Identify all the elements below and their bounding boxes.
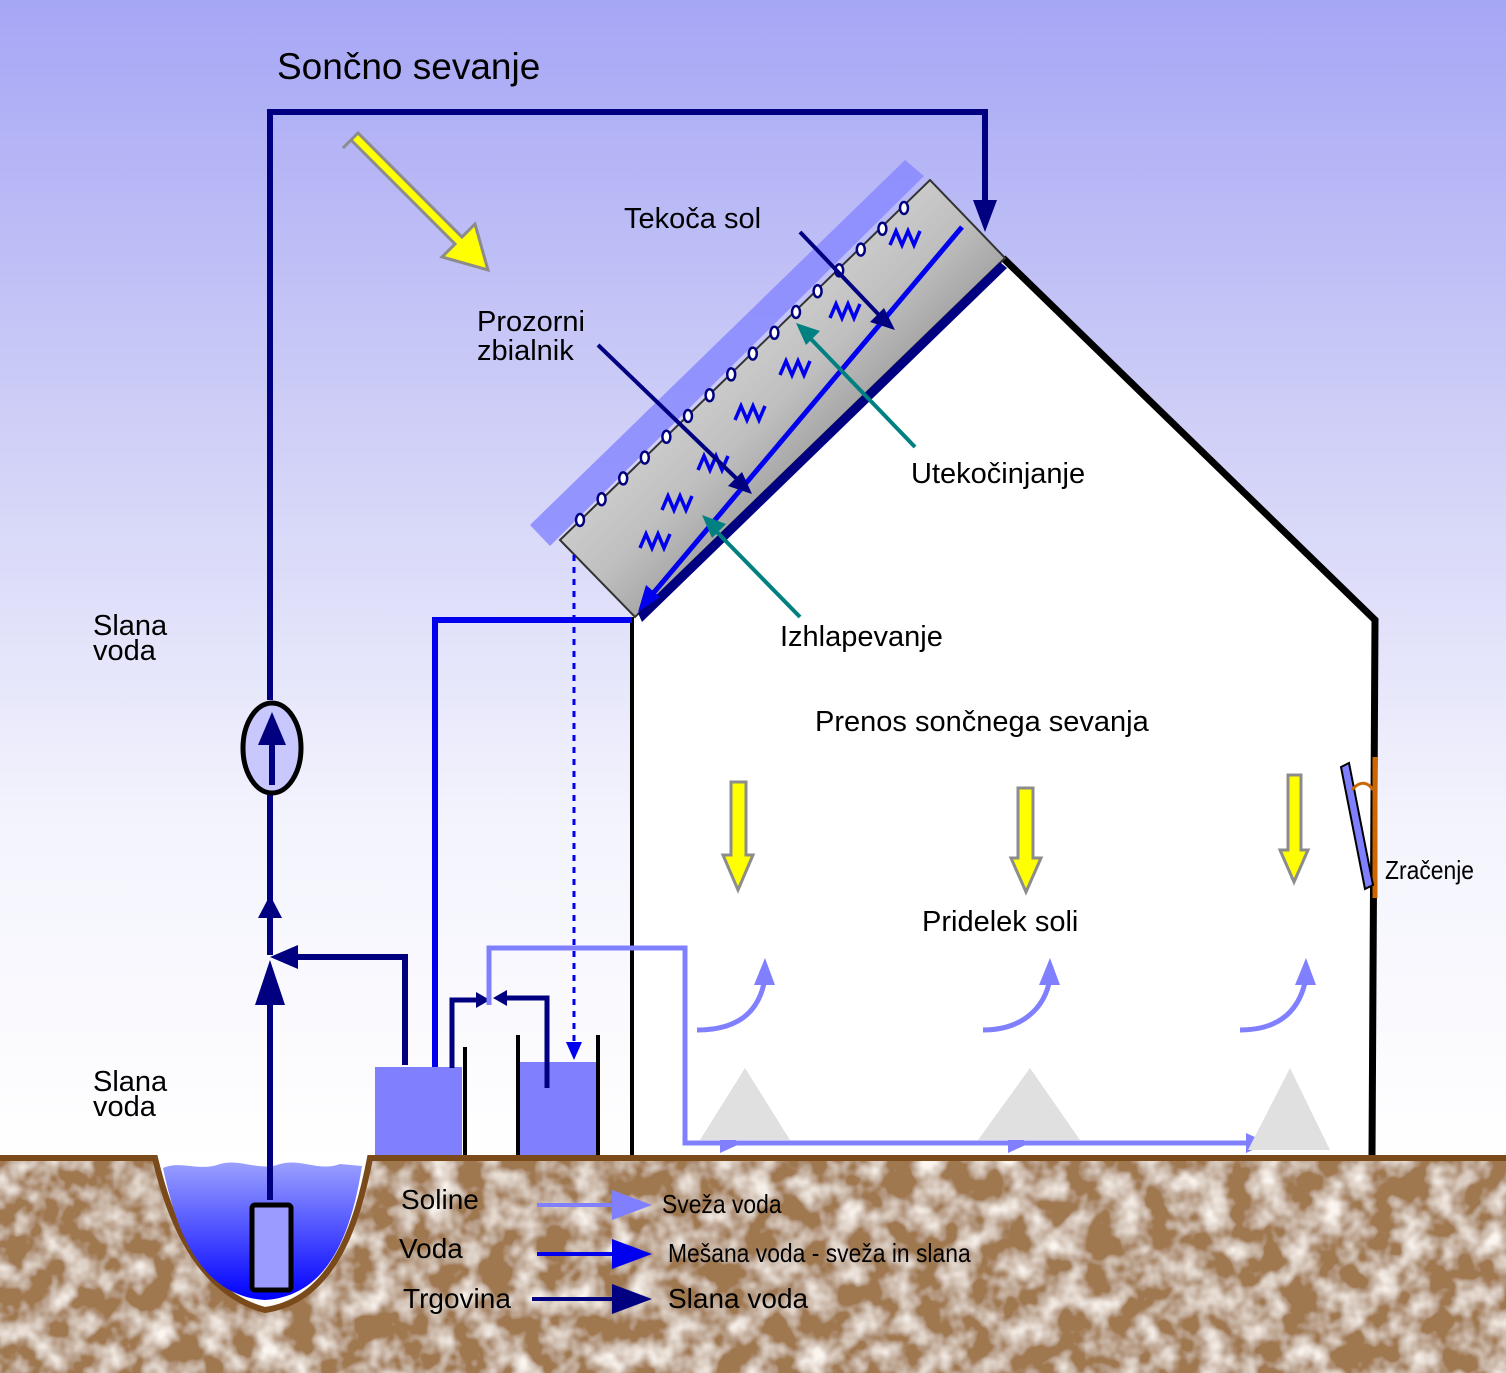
collector-hole [898,200,910,216]
collector-hole [661,429,672,445]
ground [0,1158,1506,1373]
greenhouse-roof-right [1000,255,1379,1156]
liquid-salt-flow [643,225,964,605]
mixed-water-pipe [432,617,632,1082]
mixing-pipe-right [505,995,550,1088]
label-condensation: Utekočinjanje [911,458,1086,490]
pointer-evaporation [713,528,802,619]
collector-hole [725,367,737,382]
salt-arrow-down-top [973,200,997,232]
collector-hole [596,491,607,507]
legend-word-3: Trgovina [403,1283,511,1314]
evaporation-zigzag [888,226,922,250]
evaporation-zigzag [660,491,694,515]
collector-hole [877,221,888,237]
collector-hole [790,304,802,320]
legend-word-2: Voda [399,1233,463,1264]
pointer-window-collector-head [728,472,752,494]
legend-fresh-arrow [612,1190,652,1220]
vapor-arrowhead-2 [1039,958,1060,985]
salt-water-pipe [267,109,988,1200]
collector-holes [574,200,910,528]
ground-edge [0,1155,1506,1314]
pointer-condensation [808,336,917,449]
salt-arrow-up-lower [255,960,285,1005]
label-solar-transfer: Prenos sončnega sevanja [815,706,1149,738]
pump-arrow-icon [258,712,286,745]
diagram-title: Sončno sevanje [277,46,541,87]
legend-label-fresh: Sveža voda [662,1189,782,1219]
vapor-arrowhead-1 [754,958,775,985]
pointer-evaporation-head [702,515,726,538]
sun-arrow-down-1 [720,780,756,894]
well-pump [249,1202,294,1293]
pointer-condensation-head [796,323,820,345]
mixing-pipe-left [449,997,478,1068]
sun-arrow-down-2 [1008,786,1044,896]
evaporation-zigzag [733,401,767,425]
greenhouse-interior [632,258,1375,1155]
collector-hole [639,450,651,465]
fresh-water-pipe [486,945,1250,1146]
collector-hole [574,512,586,528]
sun-arrow-down-3 [1277,773,1311,886]
collector-hole [855,242,867,257]
vent-flap [1339,761,1375,891]
fresh-water-tank [520,1062,596,1155]
label-radiation: Zračenje [1385,855,1475,885]
evaporation-zigzag [828,299,862,323]
label-window-collector-2: zbialnik [477,335,574,367]
salt-arrow-up-mid [258,895,282,918]
salt-pile-1 [700,1068,790,1140]
evaporation-zigzag [638,529,672,553]
sun-arrow-main [341,130,491,273]
collector-bottom [638,262,1007,622]
mixing-arrow-right [493,990,507,1006]
condensate-arrowhead [566,1042,582,1060]
liquid-salt-arrowhead [638,585,660,612]
label-salt-yield: Pridelek soli [922,906,1079,938]
vent-hinge-arrow [1350,781,1375,791]
label-salt-water-upper-1: Slana [93,610,168,642]
salt-arrow-junction [270,945,298,969]
collector-hole [617,471,629,486]
vapor-arrows [696,977,1309,1033]
collector-hole [769,325,780,341]
salt-pile-3 [1248,1068,1330,1150]
legend-mixed-arrow [612,1239,652,1269]
legend-salt-arrow [612,1284,652,1314]
collector-hole [812,283,823,299]
pointer-window-collector [596,343,740,482]
vapor-arrowhead-3 [1295,958,1316,985]
label-salt-water-lower-2: voda [93,1091,156,1123]
pointer-liquid-salt-head [870,308,895,330]
legend-word-1: Soline [401,1184,479,1215]
evaporation-zigzag [778,356,812,380]
legend-label-salt: Slana voda [668,1283,809,1314]
brine-tank [375,1067,462,1155]
label-evaporation: Izhlapevanje [780,621,943,653]
collector-hole [704,387,715,403]
collector-hole [747,346,759,361]
label-salt-water-upper-2: voda [93,635,156,667]
pointer-liquid-salt [798,230,882,318]
collector-hole [682,408,694,424]
mixing-arrow-left [476,992,490,1008]
legend-label-mixed: Mešana voda - sveža in slana [668,1238,971,1268]
label-salt-water-lower-1: Slana [93,1066,168,1098]
salt-pile-2 [978,1068,1080,1140]
label-window-collector-1: Prozorni [477,306,585,338]
label-liquid-salt: Tekoča sol [624,203,762,235]
